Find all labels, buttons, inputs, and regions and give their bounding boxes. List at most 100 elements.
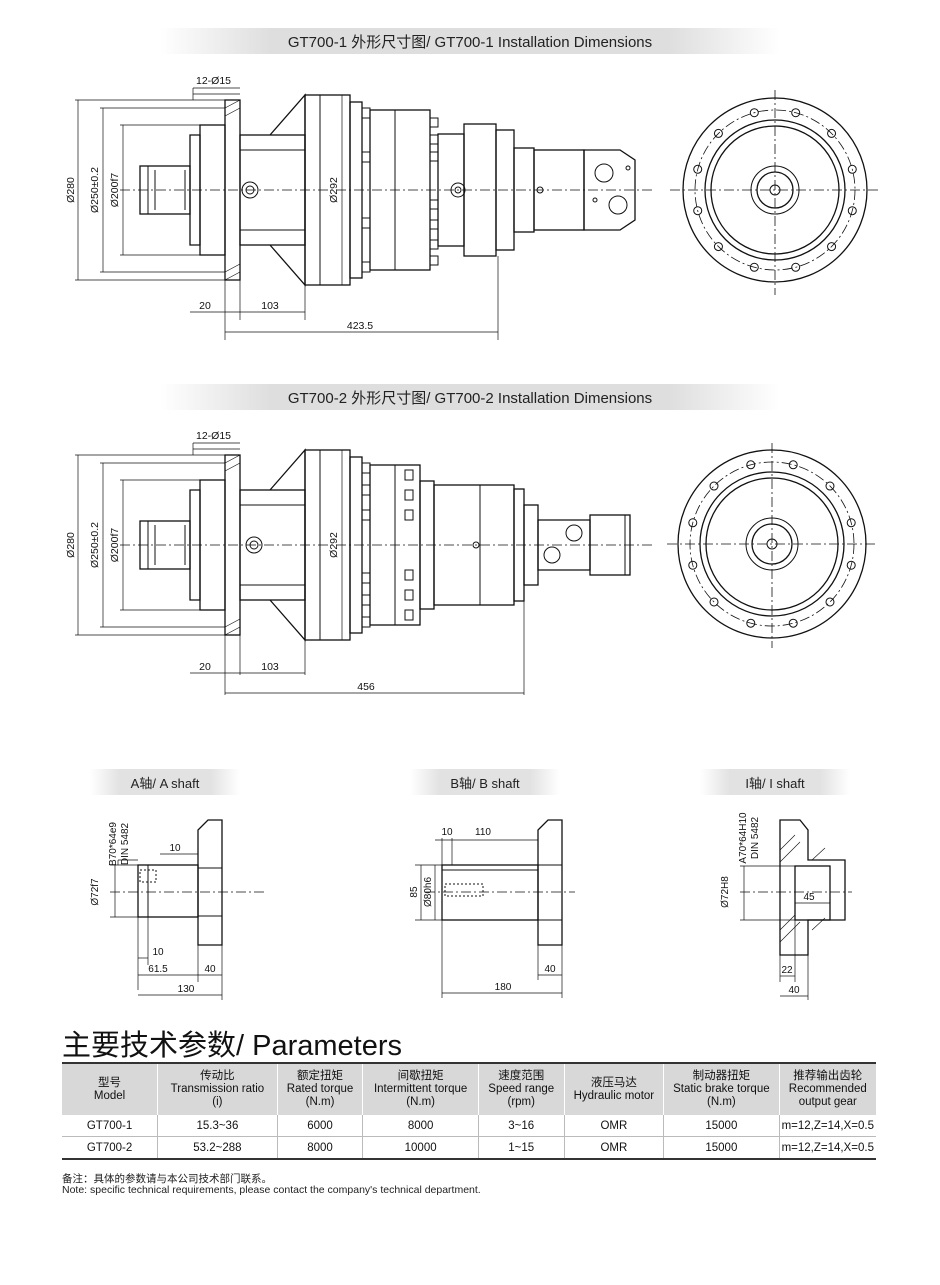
a-shaft-dim61-5-label: 61.5 <box>148 964 168 975</box>
i-shaft-title: I轴/ I shaft <box>700 769 850 795</box>
table-header-line: Transmission ratio <box>170 1083 265 1095</box>
b-shaft-dim10-label: 10 <box>441 827 453 838</box>
i-shaft-d72-label: Ø72H8 <box>720 876 731 908</box>
table-cell: m=12,Z=14,X=0.5 <box>778 1115 876 1137</box>
gt700-2-holes-label: 12-Ø15 <box>196 430 231 442</box>
table-header-line: Rated torque <box>286 1083 354 1095</box>
bolt-hole <box>825 481 835 491</box>
table-cell: 15000 <box>663 1136 780 1160</box>
table-header-line: Intermittent torque <box>373 1083 468 1095</box>
table-header-line: (N.m) <box>305 1096 335 1108</box>
bolt-hole <box>688 560 698 570</box>
table-cell: 3~16 <box>477 1115 565 1137</box>
bolt-hole <box>847 206 857 216</box>
table-cell: 1~15 <box>477 1136 565 1160</box>
a-shaft-spline-label: B70*64e9 <box>108 822 119 866</box>
gt700-1-d200-label: Ø200f7 <box>109 173 121 208</box>
table-header-line: (N.m) <box>406 1096 435 1108</box>
i-shaft-spline-label: A70*64H10 <box>738 812 749 864</box>
bolt-hole <box>847 164 857 174</box>
b-shaft-dim85-label: 85 <box>409 886 420 898</box>
bolt-hole <box>846 560 856 570</box>
table-header-line: output gear <box>798 1096 857 1108</box>
gt700-1-d280-label: Ø280 <box>65 177 77 203</box>
gt700-1-holes-label: 12-Ø15 <box>196 75 231 87</box>
table-cell: 8000 <box>362 1115 479 1137</box>
gt700-2-d200-label: Ø200f7 <box>109 528 121 563</box>
gt700-2-dim103-label: 103 <box>261 661 279 673</box>
i-shaft-drawing: A70*64H10 DIN 5482 Ø72H8 45 22 40 <box>720 812 852 1000</box>
table-header-line: (N.m) <box>706 1096 736 1108</box>
gt700-1-side-view: 12-Ø15 Ø280 Ø250±0.2 Ø200f7 Ø292 20 103 … <box>65 75 655 340</box>
table-header-line: 液压马达 <box>590 1076 637 1089</box>
table-header-line: Model <box>93 1089 126 1102</box>
gt700-2-d292-label: Ø292 <box>328 532 340 558</box>
gt700-2-side-view: 12-Ø15 Ø280 Ø250±0.2 Ø200f7 Ø292 20 103 … <box>65 430 655 695</box>
table-cell: 53.2~288 <box>157 1136 278 1160</box>
a-shaft-dim130-label: 130 <box>178 984 195 995</box>
bolt-hole <box>827 128 837 138</box>
gt700-2-total-label: 456 <box>357 681 375 693</box>
bolt-hole <box>825 597 835 607</box>
a-shaft-dim10-top-label: 10 <box>169 843 181 854</box>
bolt-hole <box>791 262 801 272</box>
table-header-line: Recommended <box>788 1083 867 1095</box>
gt700-1-total-label: 423.5 <box>347 320 373 332</box>
bolt-hole <box>693 164 703 174</box>
i-shaft-standard-label: DIN 5482 <box>750 816 761 859</box>
gt700-1-d292-label: Ø292 <box>328 177 340 203</box>
bolt-hole <box>746 460 756 470</box>
table-cell: GT700-1 <box>62 1115 158 1137</box>
bolt-hole <box>713 128 723 138</box>
b-shaft-dim110-label: 110 <box>475 827 491 838</box>
table-header-line: 推荐输出齿轮 <box>793 1070 863 1082</box>
b-shaft-d80-label: Ø80h6 <box>423 877 434 907</box>
table-header-line: (i) <box>212 1096 223 1108</box>
table-cell: OMR <box>563 1115 664 1137</box>
b-shaft-dim180-label: 180 <box>495 982 512 993</box>
bolt-hole <box>827 242 837 252</box>
table-cell: 15.3~36 <box>157 1115 278 1137</box>
gt700-2-end-view <box>667 443 877 648</box>
bolt-hole <box>788 460 798 470</box>
table-header-line: Hydraulic motor <box>573 1089 655 1102</box>
bolt-hole <box>788 618 798 628</box>
bolt-hole <box>709 597 719 607</box>
gt700-2-d280-label: Ø280 <box>65 532 77 558</box>
table-cell: 10000 <box>362 1136 479 1160</box>
note-en: Note: specific technical requirements, p… <box>62 1184 481 1196</box>
gt700-2-dim20-label: 20 <box>199 661 211 673</box>
gt700-1-title: GT700-1 外形尺寸图/ GT700-1 Installation Dime… <box>160 28 780 54</box>
b-shaft-drawing: 10 110 85 Ø80h6 40 180 <box>409 819 575 998</box>
table-cell: GT700-2 <box>62 1136 158 1160</box>
table-header-line: Speed range <box>488 1083 555 1095</box>
gt700-1-dim20-label: 20 <box>199 300 211 312</box>
a-shaft-d72-label: Ø72f7 <box>90 878 101 906</box>
gt700-1-dim103-label: 103 <box>261 300 279 312</box>
bolt-hole <box>749 262 759 272</box>
b-shaft-title: B轴/ B shaft <box>410 769 560 795</box>
table-cell: OMR <box>563 1136 664 1160</box>
table-cell: 8000 <box>276 1136 363 1160</box>
bolt-hole <box>846 518 856 528</box>
table-header-line: 额定扭矩 <box>297 1070 344 1082</box>
note-cn: 备注：具体的参数请与本公司技术部门联系。 <box>62 1173 272 1185</box>
bolt-hole <box>688 518 698 528</box>
i-shaft-dim22-label: 22 <box>781 965 793 976</box>
table-header-line: 制动器扭矩 <box>692 1070 751 1082</box>
table-header-line: 传动比 <box>200 1070 235 1082</box>
b-shaft-dim40-label: 40 <box>544 964 556 975</box>
table-cell: 15000 <box>663 1115 780 1137</box>
table-cell: m=12,Z=14,X=0.5 <box>778 1136 876 1160</box>
bolt-hole <box>746 618 756 628</box>
